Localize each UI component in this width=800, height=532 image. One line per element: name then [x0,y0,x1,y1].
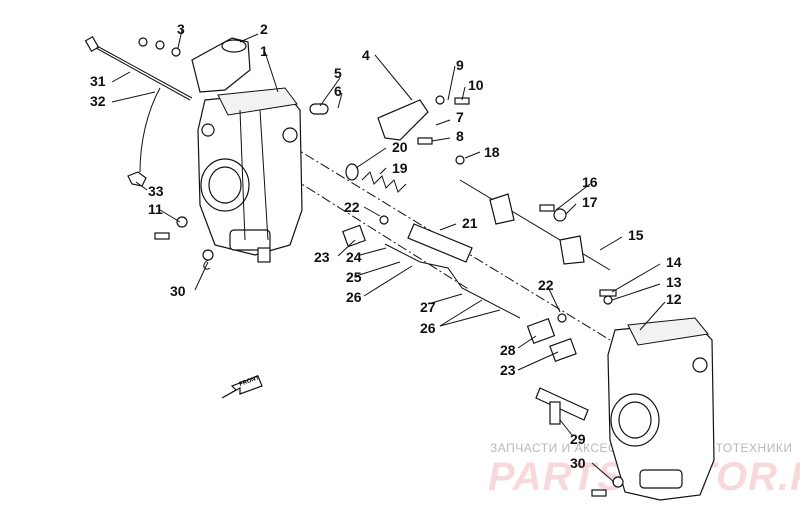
label-28: 28 [500,342,516,358]
carburetor-right [607,317,715,501]
throttle-shaft [459,179,611,271]
label-33: 33 [148,183,164,199]
label-30-b: 30 [570,455,586,471]
label-26-a: 26 [346,289,362,305]
label-25: 25 [346,269,362,285]
label-5: 5 [334,65,342,81]
hose-clip [127,171,147,187]
label-19: 19 [392,160,408,176]
label-30-a: 30 [170,283,186,299]
t-fitting [535,387,589,421]
callouts: 1 2 3 4 5 6 7 8 9 10 11 12 13 14 15 16 1… [90,21,682,471]
label-12: 12 [666,291,682,307]
carburetor-left [197,87,303,263]
label-22-a: 22 [344,199,360,215]
label-13: 13 [666,274,682,290]
label-22-b: 22 [538,277,554,293]
label-23-a: 23 [314,249,330,265]
label-15: 15 [628,227,644,243]
leader-lines [111,29,666,483]
label-10: 10 [468,77,484,93]
label-27: 27 [420,299,436,315]
collar [345,163,359,181]
label-9: 9 [456,57,464,73]
label-31: 31 [90,73,106,89]
t-fitting-stem [549,401,561,425]
label-6: 6 [334,83,342,99]
label-4: 4 [362,47,370,63]
label-2: 2 [260,21,268,37]
vent-hose [139,87,161,173]
label-7: 7 [456,109,464,125]
long-bolt [84,35,193,101]
label-16: 16 [582,174,598,190]
shaft-lever [489,193,515,225]
label-11: 11 [148,201,163,217]
cap-top [221,39,247,53]
axis-line-2 [199,119,471,291]
label-26-b: 26 [420,320,436,336]
front-arrow: FRONT [221,375,263,399]
cap-screws [138,37,181,57]
label-17: 17 [582,194,598,210]
label-32: 32 [90,93,106,109]
spring [361,171,407,193]
label-23-b: 23 [500,362,516,378]
label-1: 1 [260,43,268,59]
label-29: 29 [570,431,586,447]
link-rod [384,243,521,319]
throttle-bracket [377,99,429,141]
bushing [309,103,329,115]
label-24: 24 [346,249,362,265]
label-21: 21 [462,215,478,231]
label-20: 20 [392,139,408,155]
label-18: 18 [484,144,500,160]
label-3: 3 [177,21,185,37]
sleeve-tube [407,223,473,263]
label-8: 8 [456,128,464,144]
label-14: 14 [666,254,682,270]
shaft-lever-2 [559,235,585,265]
small-parts [154,95,624,497]
